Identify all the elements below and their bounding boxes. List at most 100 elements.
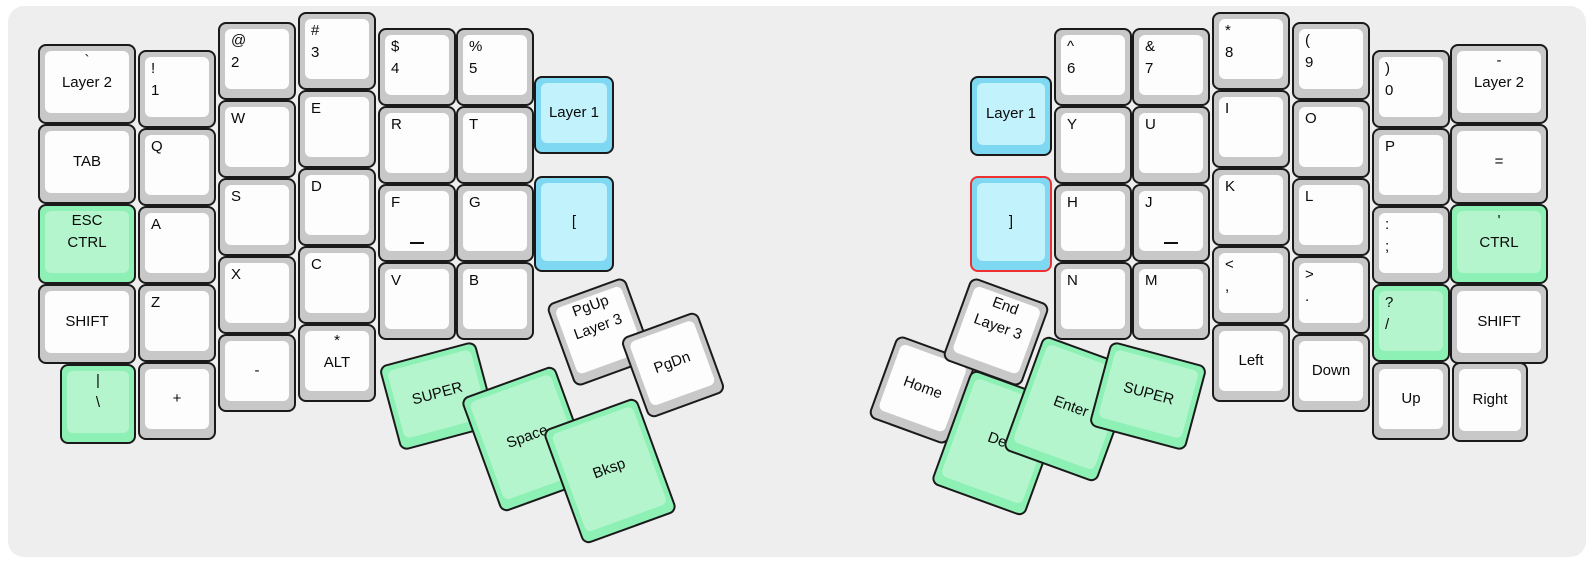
key-label-bottom-caret-6: 6 [1067, 60, 1076, 77]
key-p[interactable]: P [1372, 128, 1450, 206]
key-label-down: Down [1311, 362, 1351, 379]
key-z[interactable]: Z [138, 284, 216, 362]
key-star-8[interactable]: *8 [1212, 12, 1290, 90]
key-up[interactable]: Up [1372, 362, 1450, 440]
key-a[interactable]: A [138, 206, 216, 284]
key-grave-layer2[interactable]: `Layer 2 [38, 44, 136, 124]
key-dollar-4[interactable]: $4 [378, 28, 456, 106]
key-down[interactable]: Down [1292, 334, 1370, 412]
key-caret-6[interactable]: ^6 [1054, 28, 1132, 106]
key-d[interactable]: D [298, 168, 376, 246]
key-label-bottom-grave-layer2: Layer 2 [61, 74, 113, 91]
key-f[interactable]: F [378, 184, 456, 262]
key-g[interactable]: G [456, 184, 534, 262]
keycap-face-down: Down [1299, 341, 1363, 401]
key-o[interactable]: O [1292, 100, 1370, 178]
key-m[interactable]: M [1132, 262, 1210, 340]
key-dash-layer2[interactable]: -Layer 2 [1450, 44, 1548, 124]
keycap-face-v: V [385, 269, 449, 329]
key-paren-0[interactable]: )0 [1372, 50, 1450, 128]
key-gt-dot[interactable]: >. [1292, 256, 1370, 334]
keycap-face-lt-comma: <, [1219, 253, 1283, 313]
key-h[interactable]: H [1054, 184, 1132, 262]
keycap-face-tab: TAB [45, 131, 129, 193]
key-at-2[interactable]: @2 [218, 22, 296, 100]
key-percent-5[interactable]: %5 [456, 28, 534, 106]
keycap-face-amp-7: &7 [1139, 35, 1203, 95]
key-question-slash[interactable]: ?/ [1372, 284, 1450, 362]
key-layer1-left[interactable]: Layer 1 [534, 76, 614, 154]
key-amp-7[interactable]: &7 [1132, 28, 1210, 106]
keycap-face-right: Right [1459, 369, 1521, 431]
key-label-top-j: J [1145, 194, 1153, 211]
key-left[interactable]: Left [1212, 324, 1290, 402]
keycap-face-star-alt: *ALT [305, 331, 369, 391]
key-q[interactable]: Q [138, 128, 216, 206]
key-plus[interactable]: + [138, 362, 216, 440]
keycap-face-g: G [463, 191, 527, 251]
key-label-top-question-slash: ? [1385, 294, 1394, 311]
key-shift-left[interactable]: SHIFT [38, 284, 136, 364]
key-label-top-lt-comma: < [1225, 256, 1234, 273]
key-label-top-star-alt: * [334, 332, 340, 349]
key-pipe-backslash[interactable]: |\ [60, 364, 136, 444]
keycap-face-dollar-4: $4 [385, 35, 449, 95]
key-c[interactable]: C [298, 246, 376, 324]
key-label-top-p: P [1385, 138, 1396, 155]
key-label-top-b: B [469, 272, 480, 289]
key-n[interactable]: N [1054, 262, 1132, 340]
key-l[interactable]: L [1292, 178, 1370, 256]
key-w[interactable]: W [218, 100, 296, 178]
key-t[interactable]: T [456, 106, 534, 184]
key-bracket-right[interactable]: ] [970, 176, 1052, 272]
key-label-plus: + [172, 390, 182, 407]
key-bracket-left[interactable]: [ [534, 176, 614, 272]
keycap-face-x: X [225, 263, 289, 323]
keycap-face-layer1-right: Layer 1 [977, 83, 1045, 145]
key-k[interactable]: K [1212, 168, 1290, 246]
keycap-face-hash-3: #3 [305, 19, 369, 79]
key-right[interactable]: Right [1452, 362, 1528, 442]
key-label-top-c: C [311, 256, 322, 273]
key-label-top-pipe-backslash: | [96, 372, 100, 389]
key-bang-1[interactable]: !1 [138, 50, 216, 128]
keycap-face-bracket-right: ] [977, 183, 1045, 261]
key-star-alt[interactable]: *ALT [298, 324, 376, 402]
key-x[interactable]: X [218, 256, 296, 334]
key-colon-semi[interactable]: :; [1372, 206, 1450, 284]
key-u[interactable]: U [1132, 106, 1210, 184]
key-y[interactable]: Y [1054, 106, 1132, 184]
key-lt-comma[interactable]: <, [1212, 246, 1290, 324]
key-layer1-right[interactable]: Layer 1 [970, 76, 1052, 156]
key-label-bottom-dash-layer2: Layer 2 [1473, 74, 1525, 91]
key-v[interactable]: V [378, 262, 456, 340]
key-label-equals: = [1494, 153, 1504, 170]
key-label-bottom-bang-1: 1 [151, 82, 160, 99]
key-e[interactable]: E [298, 90, 376, 168]
key-minus[interactable]: - [218, 334, 296, 412]
keycap-face-layer1-left: Layer 1 [541, 83, 607, 143]
keycap-face-h: H [1061, 191, 1125, 251]
key-shift-right[interactable]: SHIFT [1450, 284, 1548, 364]
key-label-layer1-left: Layer 1 [548, 104, 600, 121]
key-equals[interactable]: = [1450, 124, 1548, 204]
key-label-bottom-pipe-backslash: \ [95, 394, 101, 411]
key-label-bottom-amp-7: 7 [1145, 60, 1154, 77]
key-label-bksp: Bksp [590, 454, 628, 483]
key-i[interactable]: I [1212, 90, 1290, 168]
key-label-top-paren-9: ( [1305, 32, 1310, 49]
key-label-bottom-star-8: 8 [1225, 44, 1234, 61]
key-label-top-k: K [1225, 178, 1236, 195]
key-s[interactable]: S [218, 178, 296, 256]
key-hash-3[interactable]: #3 [298, 12, 376, 90]
key-quote-ctrl[interactable]: 'CTRL [1450, 204, 1548, 284]
key-j[interactable]: J [1132, 184, 1210, 262]
key-tab[interactable]: TAB [38, 124, 136, 204]
key-label-top-i: I [1225, 100, 1230, 117]
key-label-home: Home [901, 372, 945, 403]
key-b[interactable]: B [456, 262, 534, 340]
key-r[interactable]: R [378, 106, 456, 184]
key-paren-9[interactable]: (9 [1292, 22, 1370, 100]
